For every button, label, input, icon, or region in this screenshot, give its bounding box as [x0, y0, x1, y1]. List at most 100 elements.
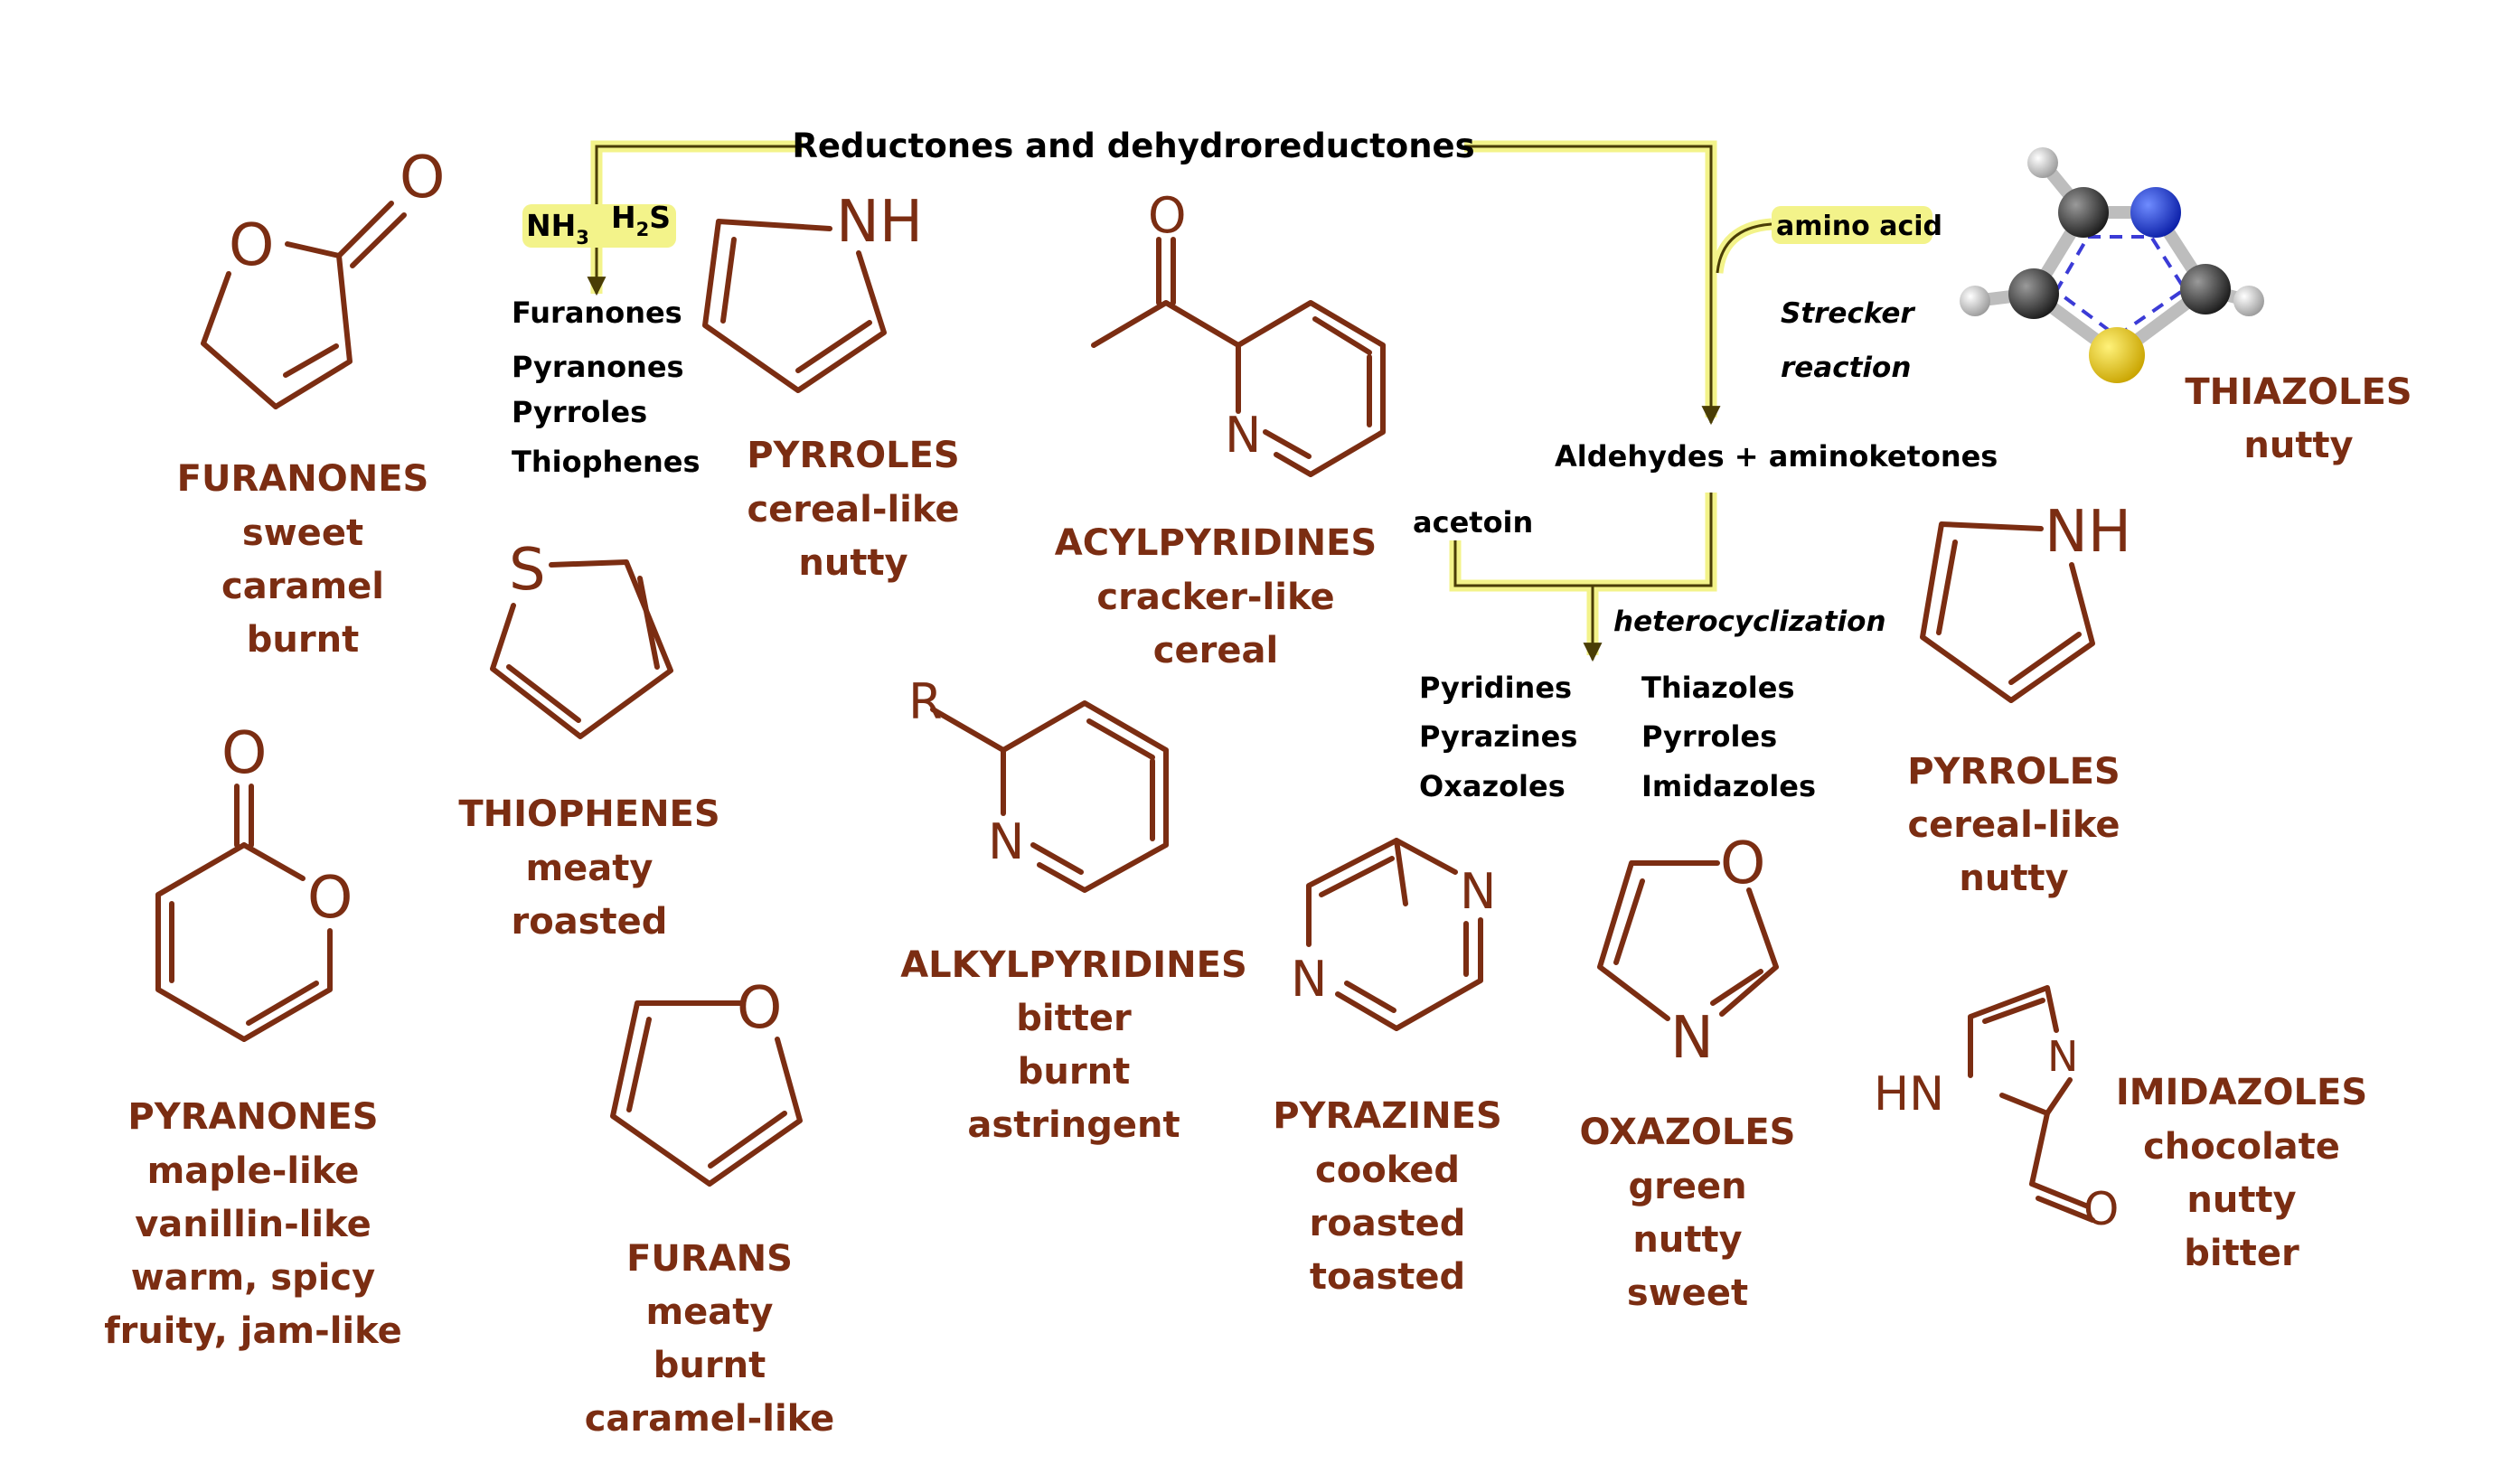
atom-HN: HN — [1874, 1067, 1944, 1122]
flow-title: Reductones and dehydroreductones — [792, 127, 1474, 165]
atom-N: N — [1291, 951, 1327, 1008]
arrow-strecker — [1464, 145, 1721, 426]
amino-acid-highlight — [1772, 206, 1932, 244]
product-furanones: Furanones — [512, 296, 682, 330]
flavor-note: burnt — [1018, 1051, 1130, 1093]
compound-name: PYRAZINES — [1273, 1095, 1502, 1137]
product-oxazoles: Oxazoles — [1419, 769, 1566, 803]
atom-O: O — [737, 975, 782, 1042]
compound-pyrroles-2: PYRROLES cereal-like nutty — [1907, 751, 2120, 899]
product-pyranones: Pyranones — [512, 350, 684, 384]
flavor-note: caramel — [221, 566, 384, 607]
atom-S: S — [509, 537, 546, 604]
acetoin-connector — [1453, 493, 1713, 587]
nitrogen-atom — [2130, 187, 2181, 238]
atom-O: O — [2083, 1183, 2119, 1235]
flavor-note: fruity, jam-like — [104, 1310, 402, 1352]
compound-thiophenes: THIOPHENES meaty roasted — [458, 793, 719, 943]
reaction-flow: Reductones and dehydroreductones NH3 H2S… — [512, 127, 1998, 803]
flavor-note: cooked — [1315, 1150, 1460, 1191]
flavor-note: nutty — [2243, 425, 2353, 466]
flavor-note: maple-like — [147, 1150, 360, 1192]
reaction-label: reaction — [1781, 352, 1911, 384]
compound-name: IMIDAZOLES — [2116, 1072, 2367, 1113]
compound-pyrroles-1: PYRROLES cereal-like nutty — [747, 435, 960, 584]
flavor-note: green — [1628, 1166, 1746, 1207]
furan-structure: O — [610, 975, 803, 1187]
reagent-highlight — [522, 204, 676, 248]
carbon-atom — [2008, 268, 2059, 319]
atom-O: O — [229, 212, 274, 279]
product-pyrazines: Pyrazines — [1419, 719, 1577, 754]
flavor-note: bitter — [2184, 1233, 2299, 1274]
compound-name: THIOPHENES — [458, 793, 719, 835]
flavor-note: vanillin-like — [135, 1204, 371, 1245]
amino-acid-label: amino acid — [1776, 211, 1942, 242]
heterocyclization-label: heterocyclization — [1613, 605, 1886, 638]
compound-pyranones: PYRANONES maple-like vanillin-like warm,… — [104, 1096, 402, 1352]
compound-name: FURANONES — [177, 458, 429, 500]
flavor-note: roasted — [1310, 1203, 1466, 1244]
compound-name: OXAZOLES — [1579, 1112, 1795, 1153]
aldehydes-label: Aldehydes + aminoketones — [1555, 439, 1998, 474]
flavor-note: warm, spicy — [131, 1257, 375, 1299]
flavor-note: cereal — [1153, 630, 1278, 671]
compound-name: ACYLPYRIDINES — [1055, 522, 1377, 564]
acylpyridine-structure: O N — [1091, 187, 1386, 477]
oxazole-structure: O N — [1597, 831, 1779, 1072]
flavor-note: nutty — [1959, 858, 2068, 899]
compound-name: PYRROLES — [1907, 751, 2120, 793]
compound-name: ALKYLPYRIDINES — [900, 944, 1247, 986]
compound-name: PYRROLES — [747, 435, 960, 476]
flavor-note: roasted — [512, 901, 668, 943]
atom-N: N — [1670, 1005, 1714, 1072]
pyrrole-structure-1: NH — [702, 189, 923, 393]
compound-furans: FURANS meaty burnt caramel-like — [585, 1238, 835, 1440]
atom-NH: NH — [836, 189, 923, 256]
flavor-note: cereal-like — [747, 489, 959, 530]
atom-O: O — [221, 720, 267, 787]
compound-furanones: FURANONES sweet caramel burnt — [177, 458, 429, 661]
flavor-note: astringent — [967, 1104, 1180, 1146]
nh3-reagent: NH3 — [526, 208, 589, 249]
imidazole-structure: HN N O — [1874, 985, 2119, 1235]
flavor-note: sweet — [1627, 1272, 1748, 1314]
compound-oxazoles: OXAZOLES green nutty sweet — [1579, 1112, 1795, 1314]
atom-R: R — [908, 673, 943, 730]
compound-imidazoles: IMIDAZOLES chocolate nutty bitter — [2116, 1072, 2367, 1274]
carbon-atom — [2058, 187, 2109, 238]
atom-N: N — [988, 813, 1024, 870]
atom-O: O — [307, 865, 353, 932]
compound-alkylpyridines: ALKYLPYRIDINES bitter burnt astringent — [900, 944, 1247, 1146]
flavor-note: burnt — [247, 619, 359, 661]
atom-N: N — [1225, 407, 1261, 464]
flavor-note: chocolate — [2143, 1126, 2340, 1168]
compound-acylpyridines: ACYLPYRIDINES cracker-like cereal — [1055, 522, 1377, 671]
product-thiophenes: Thiophenes — [512, 445, 700, 479]
flavor-note: nutty — [798, 542, 907, 584]
flavor-note: sweet — [242, 512, 363, 554]
product-imidazoles: Imidazoles — [1641, 769, 1816, 803]
compound-name: PYRANONES — [127, 1096, 378, 1138]
product-thiazoles: Thiazoles — [1641, 671, 1795, 705]
sulfur-atom — [2089, 327, 2145, 383]
atom-O: O — [400, 145, 445, 211]
amino-acid-connector — [1716, 222, 1772, 274]
atom-O: O — [1148, 187, 1187, 244]
h2s-reagent: H2S — [611, 200, 671, 240]
flavor-note: caramel-like — [585, 1398, 835, 1440]
flavor-note: cracker-like — [1096, 577, 1334, 618]
hydrogen-atom — [2233, 286, 2264, 316]
pyranone-structure: O O — [155, 720, 353, 1042]
pyrazine-structure: N N — [1291, 838, 1496, 1031]
carbon-atom — [2180, 264, 2231, 314]
acetoin-label: acetoin — [1413, 505, 1533, 540]
strecker-label: Strecker — [1781, 297, 1915, 330]
flavor-note: nutty — [2186, 1179, 2296, 1221]
atom-O: O — [1720, 831, 1765, 897]
hydrogen-atom — [1960, 286, 1990, 316]
atom-NH: NH — [2045, 499, 2131, 566]
product-pyridines: Pyridines — [1419, 671, 1572, 705]
flavor-note: meaty — [646, 1291, 774, 1333]
